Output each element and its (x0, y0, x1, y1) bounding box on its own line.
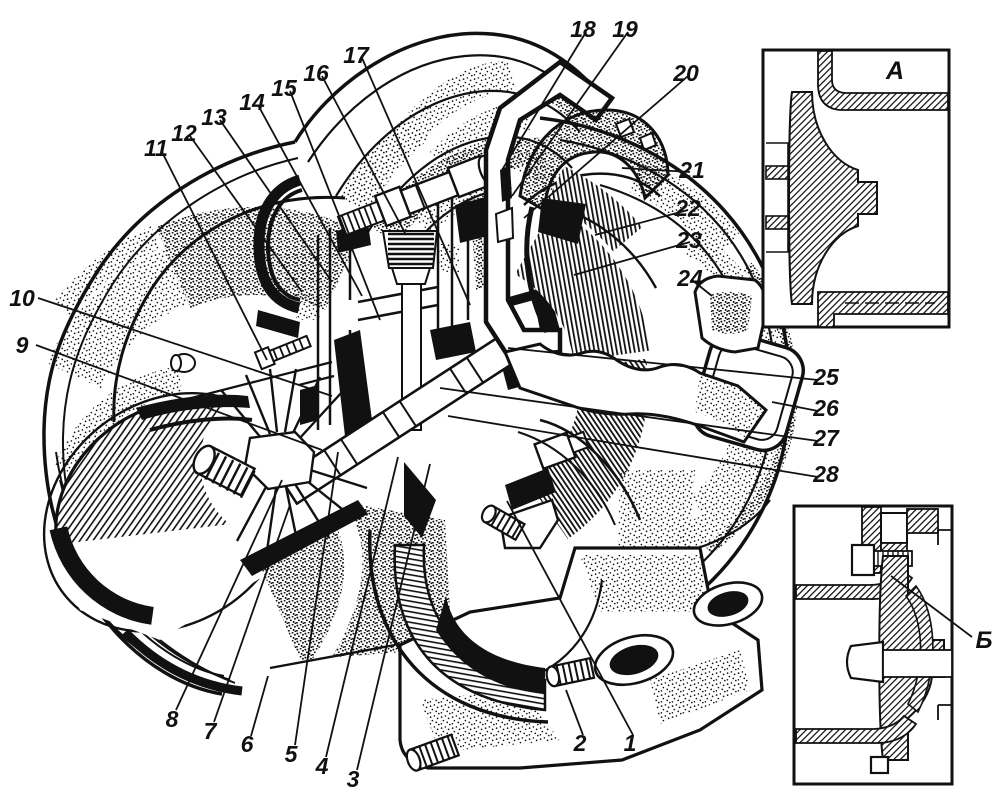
svg-text:18: 18 (570, 16, 596, 42)
svg-text:26: 26 (812, 395, 839, 421)
svg-text:6: 6 (241, 731, 254, 757)
svg-text:14: 14 (239, 89, 265, 115)
svg-text:12: 12 (171, 120, 197, 146)
svg-text:9: 9 (16, 332, 29, 358)
svg-text:3: 3 (347, 766, 360, 792)
svg-text:25: 25 (812, 364, 840, 390)
svg-text:1: 1 (624, 730, 637, 756)
svg-text:16: 16 (303, 60, 329, 86)
svg-text:28: 28 (812, 461, 839, 487)
svg-text:24: 24 (676, 265, 703, 291)
svg-text:21: 21 (678, 157, 705, 183)
svg-text:8: 8 (166, 706, 179, 732)
svg-text:27: 27 (812, 425, 840, 451)
svg-text:22: 22 (674, 195, 701, 221)
svg-text:A: A (885, 57, 904, 85)
svg-text:5: 5 (285, 741, 299, 767)
svg-text:11: 11 (144, 135, 168, 161)
svg-text:7: 7 (204, 718, 218, 744)
svg-text:15: 15 (271, 75, 298, 101)
svg-text:19: 19 (612, 16, 638, 42)
svg-text:23: 23 (675, 227, 702, 253)
svg-text:2: 2 (573, 730, 587, 756)
svg-text:13: 13 (201, 104, 227, 130)
svg-text:Б: Б (976, 627, 993, 654)
svg-text:20: 20 (672, 60, 699, 86)
svg-text:17: 17 (343, 42, 370, 68)
svg-text:4: 4 (315, 753, 329, 779)
svg-text:10: 10 (9, 285, 35, 311)
